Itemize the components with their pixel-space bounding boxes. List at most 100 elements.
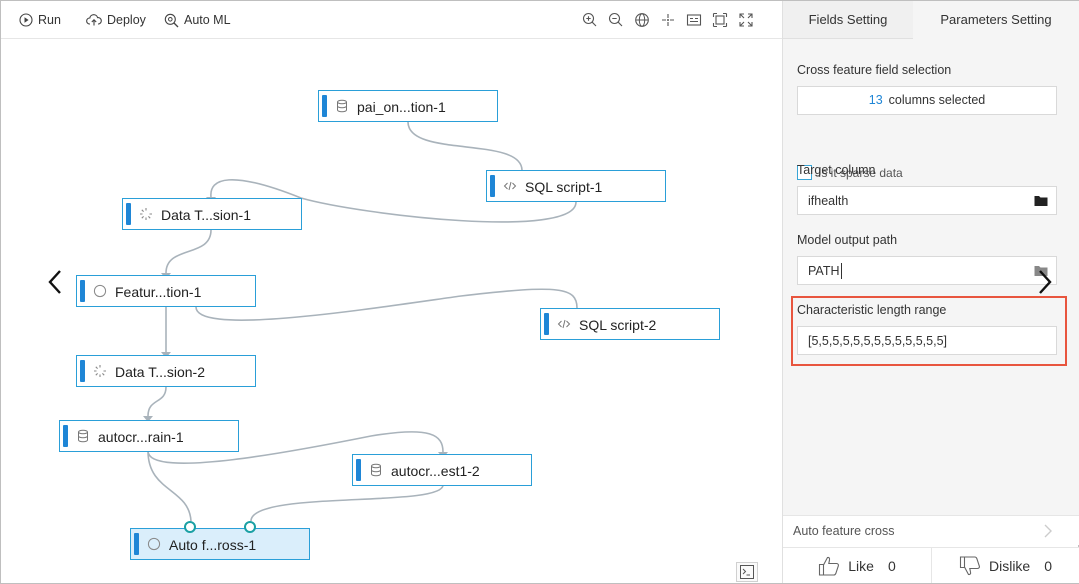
parameters-form: Cross feature field selection 13 columns … — [783, 39, 1079, 515]
node-status-bar — [126, 203, 131, 225]
node-sql-script-1[interactable]: SQL script-1 — [486, 170, 666, 202]
deploy-button[interactable]: Deploy — [86, 12, 146, 28]
thumbs-down-icon — [959, 555, 980, 575]
auto-feature-cross-label: Auto feature cross — [793, 524, 895, 538]
like-button[interactable]: Like 0 — [783, 548, 931, 583]
code-icon — [503, 181, 517, 191]
dislike-label: Dislike — [988, 557, 1031, 574]
previous-arrow-icon[interactable] — [45, 267, 65, 297]
zoom-out-icon[interactable] — [608, 12, 624, 28]
node-autocross-test1-2[interactable]: autocr...est1-2 — [352, 454, 532, 486]
code-icon — [557, 319, 571, 329]
node-label: pai_on...tion-1 — [357, 99, 446, 115]
next-arrow-icon[interactable] — [1035, 267, 1055, 297]
model-output-field[interactable]: PATH — [797, 256, 1057, 285]
fit-frame-icon[interactable] — [712, 12, 728, 28]
tab-fields-setting[interactable]: Fields Setting — [808, 12, 888, 27]
play-circle-icon — [19, 13, 33, 27]
circle-icon — [147, 537, 161, 551]
like-label: Like — [848, 557, 874, 574]
input-port-2[interactable] — [244, 521, 256, 533]
pipeline-canvas[interactable]: pai_on...tion-1 SQL script-1 Data T...si… — [1, 40, 782, 583]
edge-2 — [210, 178, 577, 223]
fit-center-icon[interactable] — [660, 12, 676, 28]
target-column-label: Target column — [797, 163, 876, 177]
dislike-count: 0 — [1044, 557, 1053, 574]
node-status-bar — [544, 313, 549, 335]
edge-8 — [147, 450, 192, 522]
database-icon — [337, 99, 347, 113]
pipeline-edges — [143, 121, 582, 522]
length-range-field[interactable]: [5,5,5,5,5,5,5,5,5,5,5,5,5] — [797, 326, 1057, 355]
node-status-bar — [80, 280, 85, 302]
run-button[interactable]: Run — [19, 12, 61, 28]
circle-icon — [93, 284, 107, 298]
node-status-bar — [322, 95, 327, 117]
model-output-label: Model output path — [797, 233, 898, 247]
node-status-bar — [490, 175, 495, 197]
edge-9 — [250, 484, 444, 522]
terminal-button[interactable] — [736, 562, 758, 582]
edge-4 — [195, 288, 578, 321]
node-label: SQL script-1 — [525, 179, 603, 195]
node-label: Data T...sion-2 — [115, 364, 206, 380]
model-output-value: PATH — [808, 264, 840, 278]
length-range-value: [5,5,5,5,5,5,5,5,5,5,5,5,5] — [808, 334, 947, 348]
highlight-box — [791, 296, 1067, 366]
folder-icon[interactable] — [1034, 194, 1048, 207]
target-column-field[interactable]: ifhealth — [797, 186, 1057, 215]
node-sql-script-2[interactable]: SQL script-2 — [540, 308, 720, 340]
cross-feature-label: Cross feature field selection — [797, 63, 952, 77]
spinner-icon — [140, 208, 152, 220]
automl-button[interactable]: Auto ML — [164, 12, 231, 28]
panel-tabs: Fields Setting Parameters Setting — [783, 1, 1079, 39]
like-count: 0 — [887, 557, 896, 574]
length-range-label: Characteristic length range — [797, 303, 947, 317]
node-autocross-train-1[interactable]: autocr...rain-1 — [59, 420, 239, 452]
auto-feature-cross-row[interactable]: Auto feature cross — [783, 515, 1079, 545]
chevron-right-icon — [1044, 524, 1052, 538]
node-label: autocr...rain-1 — [98, 429, 184, 445]
node-data-conversion-1[interactable]: Data T...sion-1 — [122, 198, 302, 230]
spinner-icon — [94, 365, 106, 377]
node-auto-feature-cross-1[interactable]: Auto f...ross-1 — [130, 528, 310, 560]
cloud-upload-icon — [86, 14, 102, 26]
feedback-bar: Like 0 Dislike 0 — [783, 547, 1079, 583]
node-status-bar — [63, 425, 68, 447]
database-icon — [78, 429, 88, 443]
terminal-icon — [740, 565, 754, 579]
node-data-conversion-2[interactable]: Data T...sion-2 — [76, 355, 256, 387]
target-column-value: ifhealth — [808, 194, 849, 208]
node-status-bar — [80, 360, 85, 382]
node-feature-selection-1[interactable]: Featur...tion-1 — [76, 275, 256, 307]
cross-feature-selector[interactable]: 13 columns selected — [797, 86, 1057, 115]
zoom-in-icon[interactable] — [582, 12, 598, 28]
database-icon — [371, 463, 381, 477]
globe-icon[interactable] — [634, 12, 650, 28]
node-pai-input[interactable]: pai_on...tion-1 — [318, 90, 498, 122]
sparse-data-checkbox[interactable] — [797, 165, 812, 180]
node-status-bar — [356, 459, 361, 481]
automl-label: Auto ML — [184, 13, 231, 27]
thumbs-up-icon — [819, 556, 840, 576]
selected-column-count: 13 — [868, 93, 883, 107]
settings-panel: Fields Setting Parameters Setting Cross … — [782, 1, 1079, 583]
edge-7 — [147, 431, 444, 464]
node-label: Auto f...ross-1 — [169, 537, 257, 553]
node-label: Data T...sion-1 — [161, 207, 252, 223]
sparse-data-label: Is it sparse data — [818, 166, 903, 180]
tab-parameters-setting[interactable]: Parameters Setting — [913, 1, 1079, 39]
selected-column-suffix: columns selected — [888, 93, 986, 107]
node-label: Featur...tion-1 — [115, 284, 202, 300]
node-label: autocr...est1-2 — [391, 463, 480, 479]
deploy-label: Deploy — [107, 13, 146, 27]
node-label: SQL script-2 — [579, 317, 657, 333]
edge-1 — [407, 121, 523, 171]
input-port-1[interactable] — [184, 521, 196, 533]
node-status-bar — [134, 533, 139, 555]
run-label: Run — [38, 13, 61, 27]
fullscreen-icon[interactable] — [738, 12, 754, 28]
dislike-button[interactable]: Dislike 0 — [931, 548, 1079, 583]
minimap-icon[interactable] — [686, 12, 702, 28]
edge-3 — [165, 229, 212, 274]
